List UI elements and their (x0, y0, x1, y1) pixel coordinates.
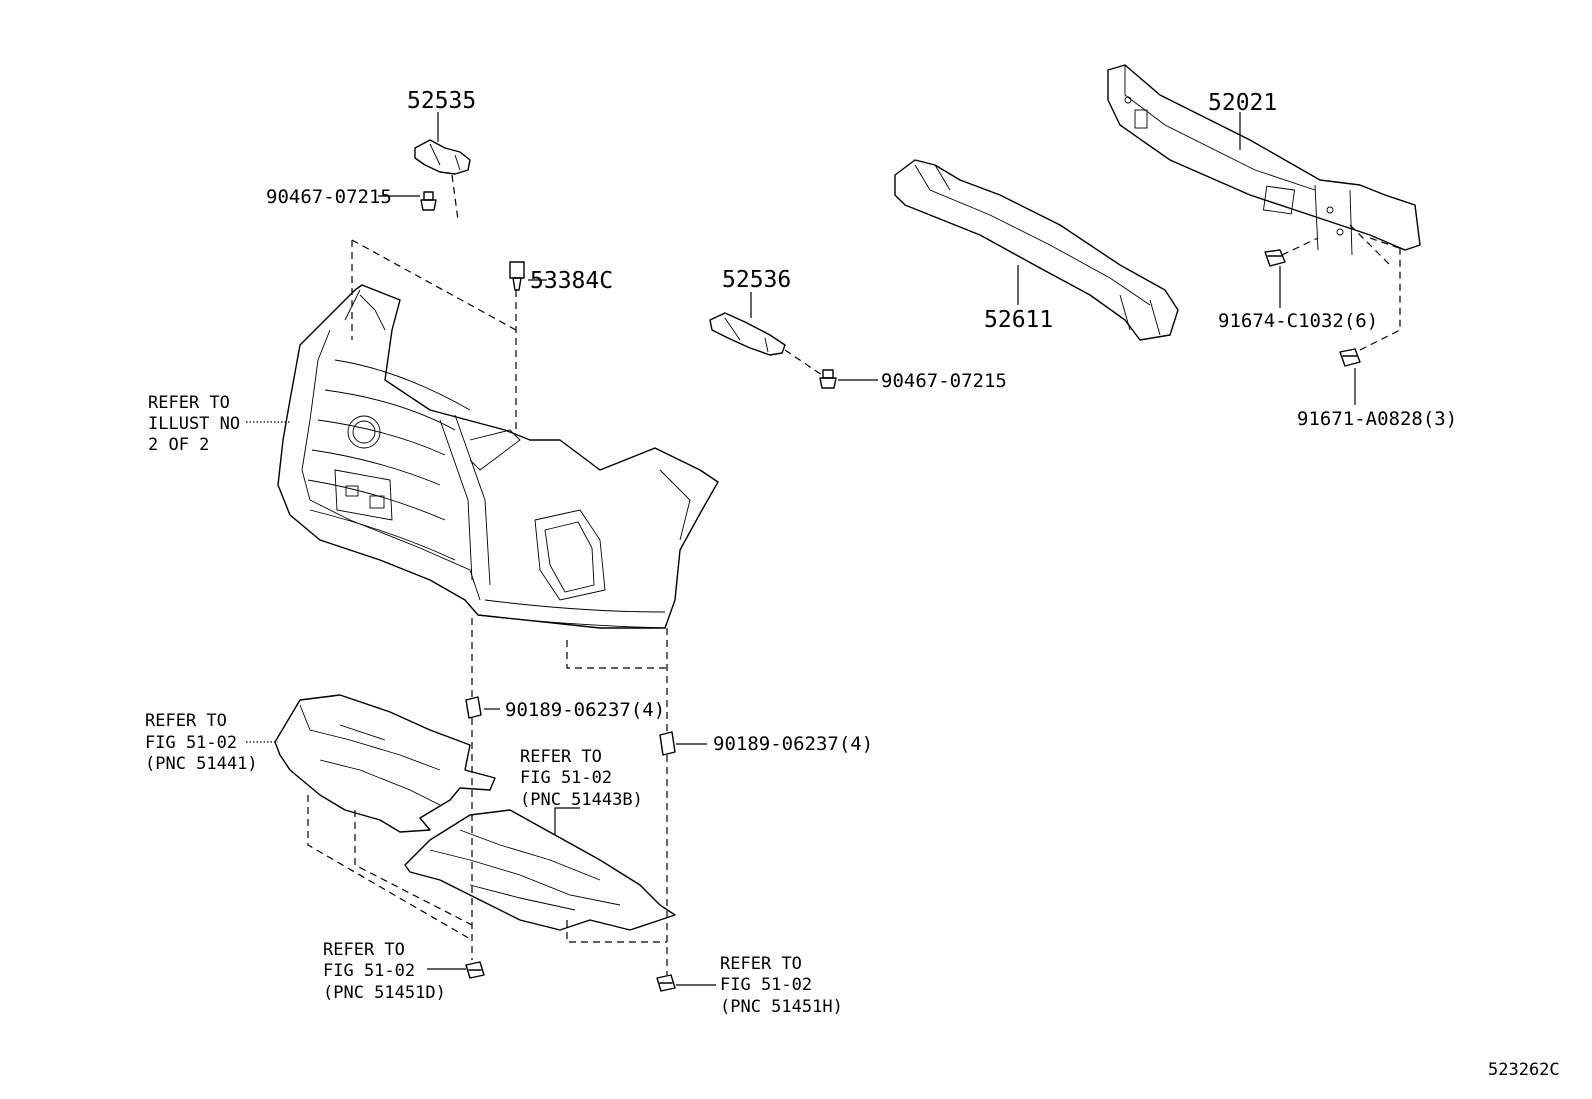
ref-51451d-line3: (PNC 51451D) (323, 983, 446, 1003)
under-cover-51441 (274, 694, 496, 833)
label-91674: 91674-C1032(6) (1218, 310, 1378, 332)
clip-90189-right (659, 731, 676, 756)
ref-51441: REFER TO FIG 51-02 (PNC 51441) (145, 711, 258, 774)
ref-51443b-line1: REFER TO (520, 747, 602, 767)
label-90189-right: 90189-06237(4) (713, 733, 873, 755)
label-52535: 52535 (407, 88, 476, 114)
reinforcement-52021 (1107, 64, 1421, 256)
label-90467-mid: 90467-07215 (881, 370, 1007, 392)
leader-lines (246, 112, 1356, 986)
ref-51441-line1: REFER TO (145, 711, 227, 731)
bracket-52535 (414, 139, 471, 175)
ref-51451d: REFER TO FIG 51-02 (PNC 51451D) (323, 940, 446, 1003)
bracket-52536 (709, 312, 786, 356)
label-52536: 52536 (722, 267, 791, 293)
bolt-51451d (465, 961, 485, 979)
dashed-lines (307, 174, 1406, 975)
ref-illust: REFER TO ILLUST NO 2 OF 2 (148, 393, 240, 455)
ref-illust-line2: ILLUST NO (148, 414, 240, 434)
bolt-91671 (1339, 348, 1361, 367)
ref-51451h-line1: REFER TO (720, 954, 802, 974)
ref-51443b: REFER TO FIG 51-02 (PNC 51443B) (520, 747, 643, 810)
ref-51451h-line2: FIG 51-02 (720, 975, 812, 995)
pin-53384c (509, 261, 525, 291)
front-bumper-cover (277, 284, 719, 629)
ref-51441-line2: FIG 51-02 (145, 733, 237, 753)
clip-90467-top (420, 191, 437, 211)
label-53384c: 53384C (530, 268, 613, 294)
ref-51451h-line3: (PNC 51451H) (720, 997, 843, 1017)
ref-51451d-line1: REFER TO (323, 940, 405, 960)
label-52021: 52021 (1208, 90, 1277, 116)
ref-51443b-line2: FIG 51-02 (520, 768, 612, 788)
ref-51443b-line3: (PNC 51443B) (520, 790, 643, 810)
ref-51451d-line2: FIG 51-02 (323, 961, 415, 981)
diagram-code: 523262C (1488, 1060, 1560, 1080)
absorber-52611 (894, 159, 1179, 341)
bolt-91674 (1264, 249, 1286, 267)
ref-illust-line1: REFER TO (148, 393, 230, 413)
label-90189-left: 90189-06237(4) (505, 699, 665, 721)
ref-illust-line3: 2 OF 2 (148, 435, 209, 455)
ref-51451h: REFER TO FIG 51-02 (PNC 51451H) (720, 954, 843, 1017)
clip-90189-left (465, 696, 482, 719)
label-52611: 52611 (984, 307, 1053, 333)
part-labels: 52535 90467-07215 53384C 52536 90467-072… (266, 88, 1457, 755)
clip-90467-mid (819, 369, 837, 389)
ref-51441-line3: (PNC 51441) (145, 754, 258, 774)
label-90467-top: 90467-07215 (266, 186, 392, 208)
label-91671: 91671-A0828(3) (1297, 408, 1457, 430)
bolt-51451h (656, 974, 676, 992)
